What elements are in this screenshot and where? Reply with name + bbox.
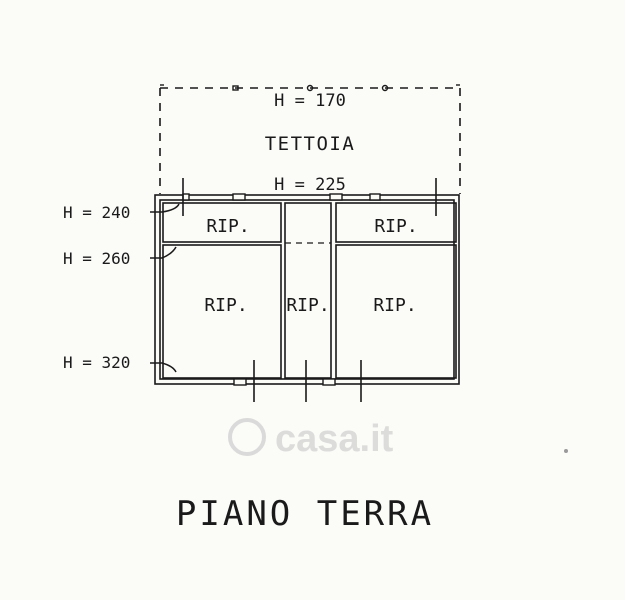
height-label-320: H = 320 [63, 353, 130, 372]
room-outline-right-top [335, 202, 457, 243]
room-label-right-top: RIP. [374, 216, 417, 237]
outer-walls [154, 194, 460, 385]
canopy-height-top: H = 170 [274, 91, 346, 111]
room-outline-left-bottom [162, 244, 282, 379]
watermark-text: casa.it [275, 418, 394, 460]
room-label-left-top: RIP. [206, 216, 249, 237]
room-outline-right-bottom [335, 244, 457, 379]
room-outline-center [284, 202, 332, 379]
room-label-center: RIP. [286, 295, 329, 316]
watermark: casa.it [228, 418, 394, 460]
canopy-height-bottom: H = 225 [274, 175, 346, 195]
room-label-right-bottom: RIP. [373, 295, 416, 316]
room-outline-left-top [162, 202, 282, 243]
interior-walls [162, 202, 457, 379]
paper-speck [564, 449, 568, 453]
wall-notches [182, 193, 381, 386]
height-ticks [182, 178, 437, 402]
canopy-outline [159, 87, 461, 194]
height-label-240: H = 240 [63, 203, 130, 222]
height-label-260: H = 260 [63, 249, 130, 268]
watermark-logo-icon [228, 418, 266, 456]
room-label-left-bottom: RIP. [204, 295, 247, 316]
plan-title: PIANO TERRA [176, 494, 434, 534]
height-leaders [150, 203, 180, 373]
canopy-post-marks [160, 84, 460, 92]
canopy-label: TETTOIA [265, 133, 356, 155]
